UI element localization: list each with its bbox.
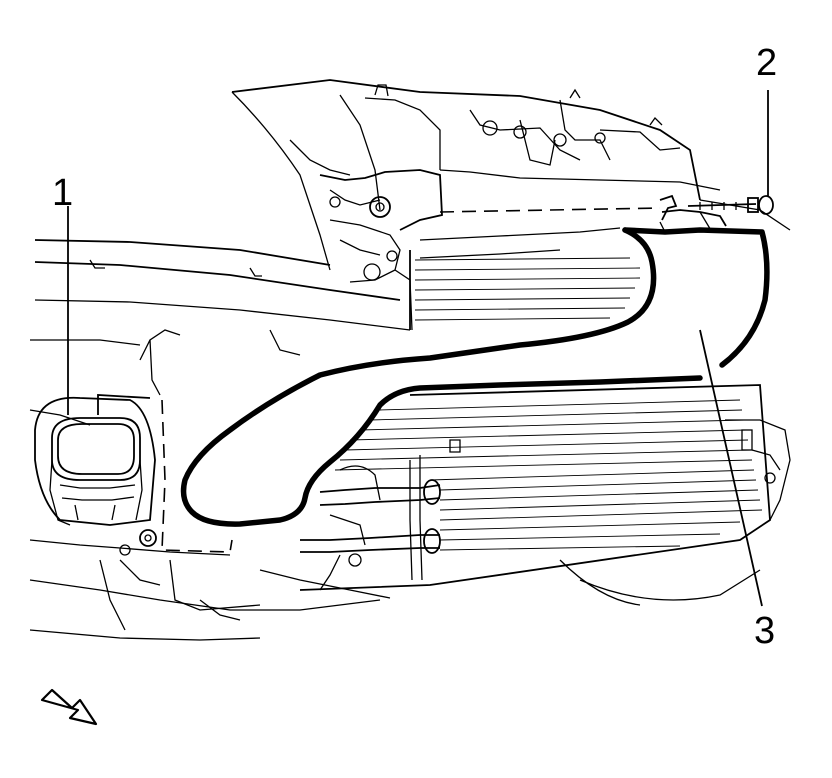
installation-guides bbox=[161, 207, 661, 553]
callout-2-label: 2 bbox=[756, 42, 778, 84]
upper-engine-compartment bbox=[231, 79, 721, 271]
lower-shield bbox=[169, 559, 391, 621]
mounting-bracket bbox=[319, 169, 443, 331]
radiator-inlet-hose bbox=[180, 227, 770, 527]
bolt bbox=[687, 195, 774, 215]
condenser-core bbox=[299, 250, 771, 606]
air-intake-duct bbox=[49, 417, 143, 526]
callout-3-label: 3 bbox=[754, 610, 776, 652]
left-lower-body bbox=[29, 329, 381, 641]
right-side-components bbox=[699, 199, 791, 521]
lower-hoses bbox=[300, 439, 461, 591]
leader-lines bbox=[67, 90, 769, 607]
front-direction-arrow-icon bbox=[40, 688, 98, 726]
callout-1-label: 1 bbox=[52, 172, 74, 214]
radiator-support-beam bbox=[34, 227, 621, 331]
hose-bracket bbox=[659, 194, 727, 233]
